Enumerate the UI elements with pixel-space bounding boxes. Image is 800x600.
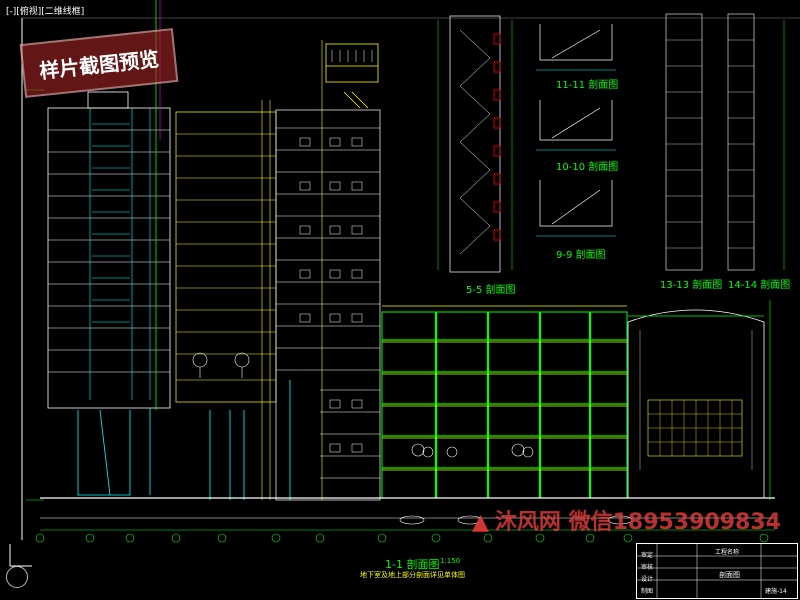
contact-watermark: ▲沐风网 微信18953909834 [472, 504, 781, 536]
title-block-row1: 审定 [641, 552, 654, 559]
ucs-icon [9, 544, 32, 567]
drawing-title-block: 工程名称 剖面图 审定 审核 设计 制图 建施-14 [636, 543, 798, 599]
navigation-circle-icon[interactable] [6, 566, 28, 588]
section-13-13-label: 13-13 剖面图 [660, 280, 723, 291]
section-14-14-label: 14-14 剖面图 [728, 280, 791, 291]
contact-text: 沐风网 微信18953909834 [494, 510, 781, 535]
title-block-row2: 审核 [641, 564, 654, 571]
title-block-row4: 制图 [641, 588, 654, 595]
main-section-note: 地下室及地上部分剖面详见单体图 [360, 571, 465, 579]
viewport-controls-label[interactable]: [-][俯视][二维线框] [6, 7, 85, 17]
section-9-9-label: 9-9 剖面图 [556, 250, 606, 261]
title-block-grid [637, 544, 797, 598]
title-block-sheet: 建施-14 [765, 588, 787, 595]
brand-logo-icon: ▲ [472, 510, 489, 535]
section-10-10-label: 10-10 剖面图 [556, 162, 619, 173]
title-block-drawing: 剖面图 [719, 571, 740, 579]
section-11-11-label: 11-11 剖面图 [556, 80, 619, 91]
main-section-scale: 1:150 [440, 557, 461, 565]
title-block-project: 工程名称 [715, 549, 740, 556]
main-section-label: 1-1 剖面图 [385, 558, 440, 571]
title-block-row3: 设计 [641, 576, 654, 583]
section-5-5-label: 5-5 剖面图 [466, 285, 516, 296]
